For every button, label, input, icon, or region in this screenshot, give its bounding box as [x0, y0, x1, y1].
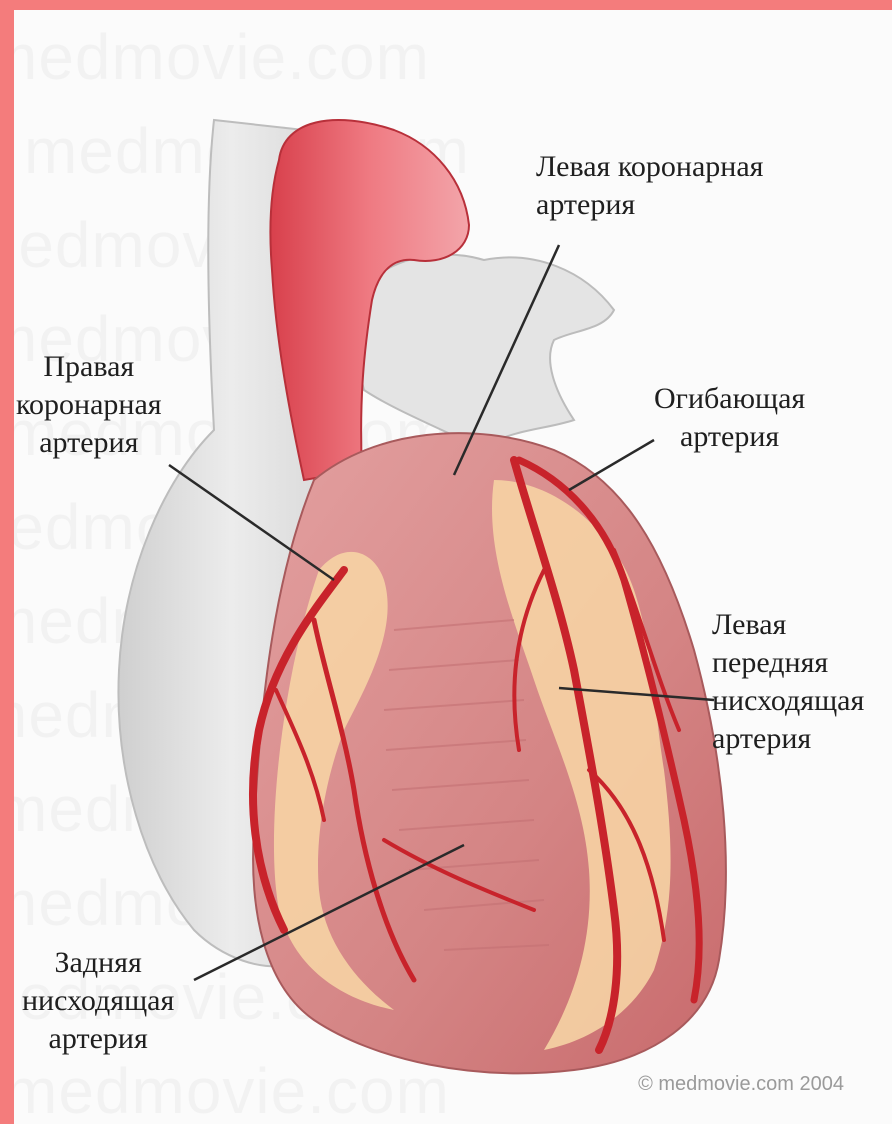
- label-left-coronary-artery: Левая коронарная артерия: [536, 148, 763, 224]
- diagram-canvas: medmovie.com medmovie.com medmovie.com m…: [14, 10, 892, 1124]
- label-line: артерия: [536, 186, 763, 224]
- label-line: передняя: [712, 644, 864, 682]
- label-line: нисходящая: [712, 682, 864, 720]
- label-line: артерия: [654, 418, 805, 456]
- label-circumflex-artery: Огибающая артерия: [654, 380, 805, 456]
- label-line: нисходящая: [22, 982, 174, 1020]
- label-line: Задняя: [22, 944, 174, 982]
- label-line: артерия: [22, 1020, 174, 1058]
- label-line: артерия: [16, 424, 162, 462]
- label-line: артерия: [712, 720, 864, 758]
- copyright-notice: © medmovie.com 2004: [638, 1073, 844, 1096]
- label-line: Левая: [712, 606, 864, 644]
- label-line: Левая коронарная: [536, 148, 763, 186]
- label-left-anterior-descending-artery: Левая передняя нисходящая артерия: [712, 606, 864, 758]
- label-line: Правая: [16, 348, 162, 386]
- label-right-coronary-artery: Правая коронарная артерия: [16, 348, 162, 462]
- label-line: Огибающая: [654, 380, 805, 418]
- label-posterior-descending-artery: Задняя нисходящая артерия: [22, 944, 174, 1058]
- label-line: коронарная: [16, 386, 162, 424]
